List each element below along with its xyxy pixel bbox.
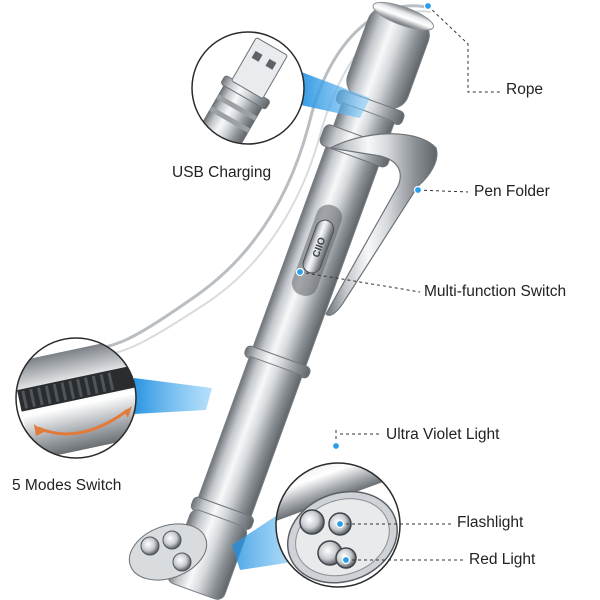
rotation-arrow: [37, 408, 129, 436]
modes-switch-detail: [16, 338, 136, 458]
callout-dots: [295, 1, 433, 565]
modes-beam: [134, 378, 212, 414]
callout-rope: Rope: [506, 81, 544, 98]
callout-flashlight: Flashlight: [457, 514, 524, 531]
callout-usb-charging: USB Charging: [172, 164, 272, 181]
callout-multi-function-switch: Multi-function Switch: [424, 283, 567, 300]
callout-red-light: Red Light: [469, 551, 536, 568]
flashlight-body: CIIO: [167, 1, 435, 600]
callout-ultra-violet-light: Ultra Violet Light: [386, 426, 500, 443]
head-face: [128, 523, 208, 581]
rope-lanyard: [98, 4, 432, 350]
usb-beam: [296, 70, 370, 118]
callout-pen-folder: Pen Folder: [474, 183, 550, 200]
callout-5-modes-switch: 5 Modes Switch: [12, 477, 122, 494]
